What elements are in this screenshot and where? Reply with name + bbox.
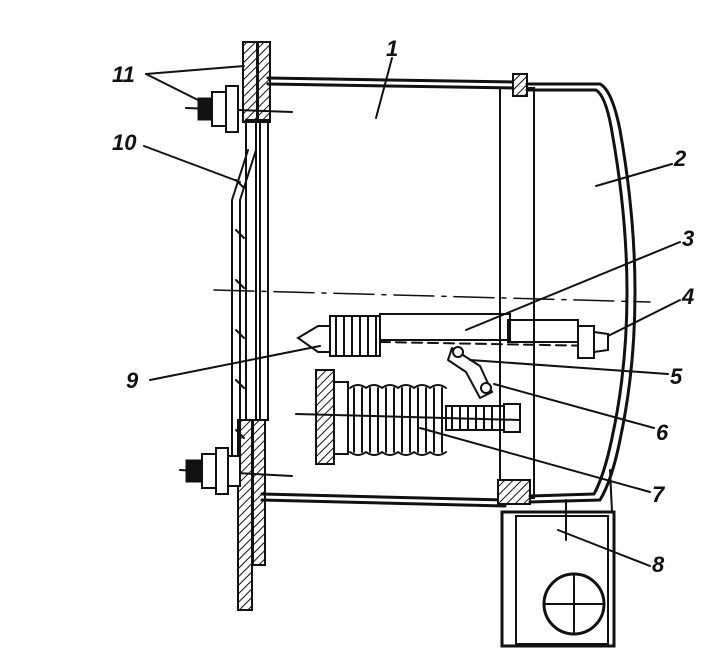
- lever-pivot: [447, 346, 493, 399]
- domed-cover: [525, 82, 637, 504]
- callout-5: 5: [670, 364, 683, 389]
- callout-11: 11: [112, 62, 135, 87]
- junction-box: [500, 469, 616, 648]
- callout-10: 10: [112, 130, 137, 155]
- callout-3: 3: [682, 226, 694, 251]
- callout-9: 9: [126, 368, 139, 393]
- leader-lines: [143, 57, 681, 567]
- mounting-panel: [237, 41, 271, 611]
- mounting-bolt-top: [185, 85, 293, 133]
- lower-bellows-assembly: [295, 369, 521, 465]
- callout-4: 4: [681, 284, 694, 309]
- upper-spring-assembly: [296, 313, 609, 359]
- callout-6: 6: [656, 420, 669, 445]
- callout-8: 8: [652, 552, 665, 577]
- callout-7: 7: [652, 482, 666, 507]
- centre-axis-line: [213, 289, 651, 303]
- callout-1: 1: [386, 36, 398, 61]
- callout-2: 2: [673, 146, 687, 171]
- mounting-bolt-bottom: [179, 447, 293, 495]
- housing-body: [260, 73, 535, 508]
